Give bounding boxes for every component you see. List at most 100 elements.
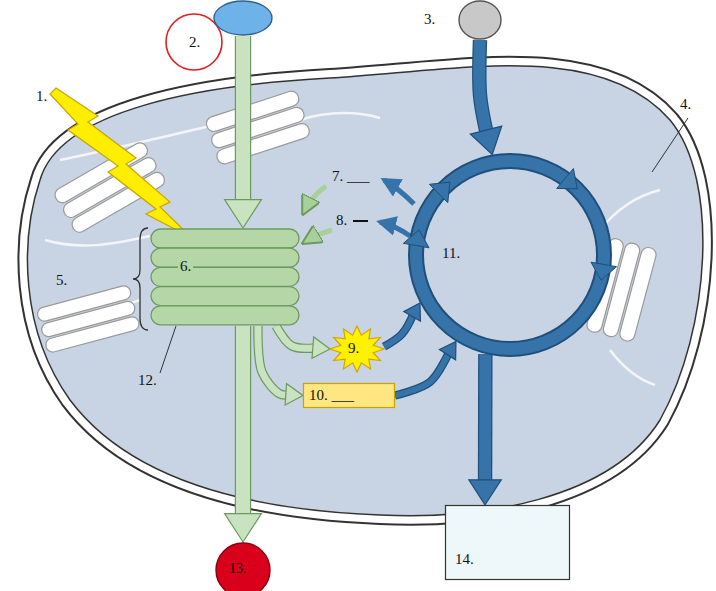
flow-arrow (384, 303, 420, 347)
stroma (28, 66, 703, 516)
outer-membrane (28, 66, 703, 516)
light-bolt (50, 88, 192, 238)
arrowhead (225, 200, 262, 228)
callout-label: 1. (36, 88, 47, 105)
callout-number: 10. ___ (309, 387, 354, 404)
thylakoid-disk (151, 306, 299, 325)
arrow-shaft (395, 353, 449, 396)
flow-arrow (469, 354, 501, 505)
product-box: 10. ___ (303, 383, 395, 408)
burst-outline (330, 326, 384, 372)
box-outline (446, 506, 570, 580)
flow-arrow (470, 40, 501, 155)
callout-number: 7. ___ (332, 168, 370, 185)
thylakoid-disk (151, 267, 299, 286)
arrow-shaft (276, 326, 315, 348)
product-arrow (380, 222, 410, 236)
callout-number: 14. (455, 551, 474, 568)
recycle-arrow (304, 186, 326, 212)
arrowhead (285, 384, 303, 405)
ring-band (416, 161, 604, 349)
circle-outline (459, 1, 501, 39)
cycle-arrowhead (429, 182, 450, 203)
arrow-shaft-outline (478, 354, 493, 484)
callout-label: 5. (56, 272, 67, 289)
arrowhead (404, 303, 421, 321)
input-circle: 2. (213, 0, 273, 36)
callout-label: 12. (138, 372, 157, 389)
flow-arrow (258, 326, 303, 405)
arrow-shaft-outline (384, 314, 413, 346)
arrow-shaft (384, 314, 413, 346)
arrow-shaft-outline (235, 326, 251, 518)
granum-stack (205, 89, 311, 165)
cycle-arrowhead (557, 169, 578, 189)
callout-number: 8. (336, 212, 347, 229)
callout-label: 8. (336, 212, 347, 229)
arrow-shaft (236, 326, 250, 518)
leader-line (160, 326, 176, 373)
blank-dash (353, 220, 368, 222)
arrow-shaft (479, 354, 491, 484)
granum-stack: 6. (150, 228, 300, 326)
arrow-shaft-outline (258, 326, 288, 395)
stroma-lamellae (45, 113, 660, 385)
cycle-arrowhead (591, 262, 617, 280)
arrow-shaft (258, 326, 288, 395)
callout-number: 13. (229, 561, 247, 576)
flow-arrow (395, 342, 456, 396)
arrow-shaft-outline (276, 326, 315, 348)
product-arrow (384, 180, 414, 204)
leader-line (652, 118, 688, 172)
recycle-arrow (305, 230, 332, 242)
arrow-shaft-outline (235, 36, 251, 204)
arrow-shaft-outline (479, 40, 487, 134)
callout-label: 7. ___ (332, 168, 370, 185)
output-box-shape (445, 505, 570, 580)
output-circle: 13. (215, 542, 271, 591)
callout-number: 9. (348, 340, 359, 357)
granum-stack-shape (150, 228, 300, 326)
circle-outline (216, 543, 270, 591)
thylakoid-disk (151, 248, 299, 267)
input-circle: 3. (458, 0, 502, 40)
output-box: 14. (445, 505, 570, 580)
callout-number: 4. (680, 96, 691, 113)
thylakoid-disk (151, 287, 299, 306)
cycle-ring: 11. (408, 153, 612, 357)
arrowhead (312, 337, 330, 358)
callout-number: 3. (424, 11, 435, 28)
callout-label: 4. (680, 96, 691, 113)
ring-outline (416, 161, 604, 349)
arrow-shaft (236, 36, 250, 204)
callout-number: 6. (178, 258, 193, 275)
box-outline (304, 384, 395, 408)
granum-stack (36, 284, 141, 353)
bracket (133, 228, 148, 330)
callout-number: 12. (138, 372, 157, 389)
circle-outline (214, 1, 272, 35)
cycle-arrowhead (403, 230, 429, 248)
input-circle-shape (458, 0, 502, 40)
arrowhead (469, 480, 501, 505)
callout-number: 11. (442, 245, 460, 262)
arrowhead (470, 126, 501, 154)
arrow-shaft-outline (395, 353, 449, 396)
flow-arrow (225, 36, 262, 228)
callout-number: 1. (36, 88, 47, 105)
callout-number: 5. (56, 272, 67, 289)
intermembrane-space (28, 66, 703, 516)
thylakoid-disk (151, 229, 299, 248)
callout-number: 2. (189, 34, 200, 51)
cycle-ring-shape (408, 153, 612, 357)
input-circle-shape (213, 0, 273, 36)
flow-arrow (276, 326, 330, 358)
highlight-circle (166, 14, 222, 70)
arrowhead (439, 342, 455, 360)
arrow-shaft (479, 40, 487, 134)
